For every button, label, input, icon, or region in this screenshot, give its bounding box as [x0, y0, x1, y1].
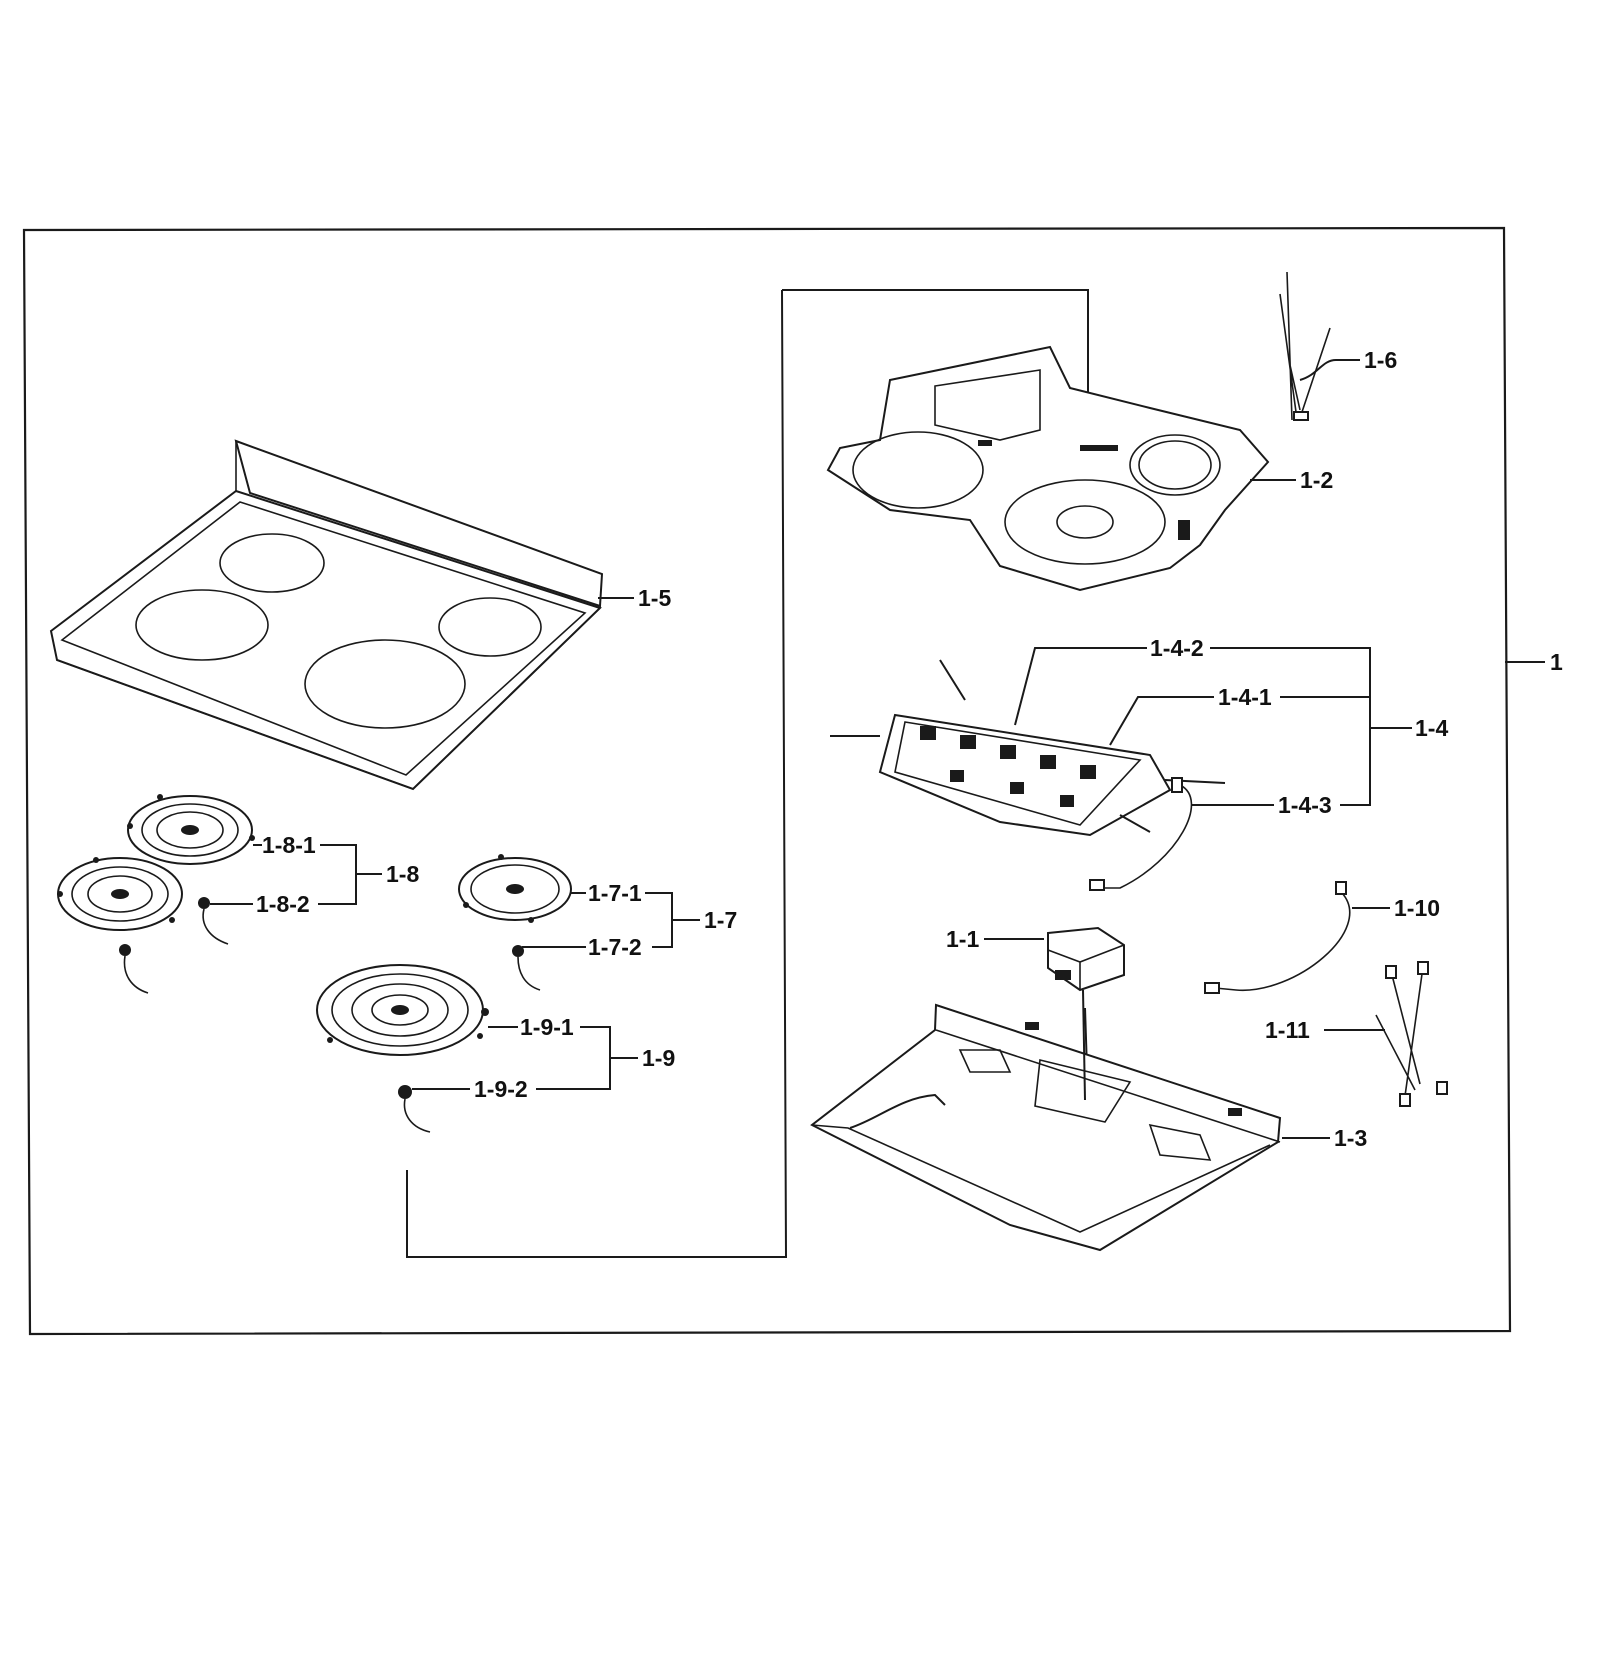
burner-element-1-9-1: [316, 964, 489, 1056]
outer-frame: [22, 226, 1512, 1336]
wire-harness-1-11: [1375, 961, 1448, 1107]
burner-switch-1-7-2: [512, 945, 541, 991]
label-1-8: 1-8: [386, 861, 419, 887]
label-1-3: 1-3: [1334, 1125, 1367, 1151]
label-1-8-1: 1-8-1: [262, 832, 316, 858]
label-1-4: 1-4: [1415, 715, 1448, 741]
label-1-7-2: 1-7-2: [588, 934, 642, 960]
burner-switch-1-9-2: [398, 1085, 431, 1133]
control-board-1-4: [830, 659, 1226, 837]
electronic-module-1-1: [1047, 926, 1125, 992]
label-1-2: 1-2: [1300, 467, 1333, 493]
label-1-8-2: 1-8-2: [256, 891, 310, 917]
label-1-4-1: 1-4-1: [1218, 684, 1272, 710]
label-1-9-2: 1-9-2: [474, 1076, 528, 1102]
label-1-10: 1-10: [1394, 895, 1440, 921]
burner-switch-1-8-2: [119, 897, 229, 994]
label-1-9: 1-9: [642, 1045, 675, 1071]
wire-lead-1-4-3: [1089, 777, 1193, 891]
leader-1-1-down: [1082, 989, 1086, 1101]
label-1-9-1: 1-9-1: [520, 1014, 574, 1040]
label-1-11: 1-11: [1265, 1017, 1310, 1043]
label-1-1: 1-1: [946, 926, 979, 952]
leader-1-4-1: [1109, 696, 1214, 746]
bracket-1-4: [1210, 647, 1412, 806]
leader-1-4-2: [1014, 647, 1147, 726]
bracket-1-9: [536, 1026, 638, 1090]
label-1-4-2: 1-4-2: [1150, 635, 1204, 661]
bottom-chassis-1-3: [810, 1003, 1282, 1252]
label-1-6: 1-6: [1364, 347, 1397, 373]
wire-lead-1-10: [1204, 881, 1351, 994]
cooktop-glass-part: [49, 439, 604, 791]
label-1-7-1: 1-7-1: [588, 880, 642, 906]
label-1-4-3: 1-4-3: [1278, 792, 1332, 818]
leader-1-6: [1299, 359, 1360, 381]
burner-element-1-8-1-front: [57, 857, 183, 931]
label-1-5: 1-5: [638, 585, 671, 611]
burner-element-1-7-1: [458, 854, 572, 923]
bracket-1-7: [645, 892, 700, 948]
bracket-1-8: [318, 844, 382, 905]
burner-support-plate-part: [826, 345, 1270, 592]
label-1-7: 1-7: [704, 907, 737, 933]
burner-element-1-8-1-rear: [127, 794, 255, 865]
wire-harness-1-6: [1279, 271, 1331, 421]
label-1: 1: [1550, 649, 1563, 675]
